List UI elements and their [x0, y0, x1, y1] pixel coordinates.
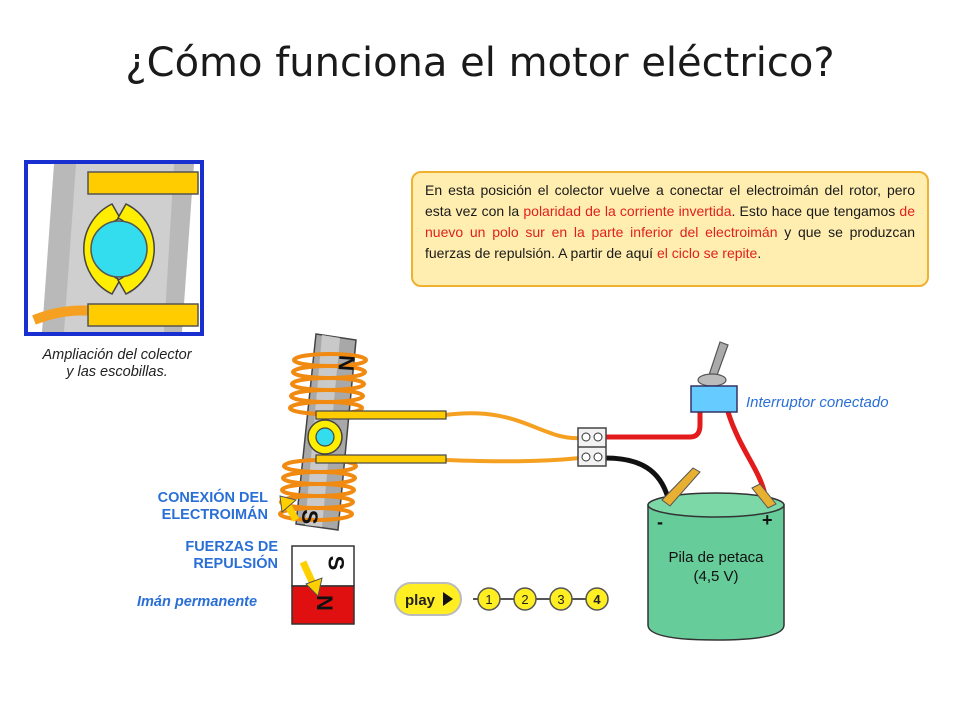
wire-orange-bottom	[444, 456, 581, 464]
step-1-button[interactable]	[477, 587, 501, 611]
zoom-caption-line2: y las escobillas.	[66, 364, 168, 380]
page-title: ¿Cómo funciona el motor eléctrico?	[125, 40, 835, 86]
switch-label: Interruptor conectado	[746, 394, 889, 411]
wire-red-to-battery	[725, 411, 768, 496]
battery-label: Pila de petaca (4,5 V)	[650, 548, 782, 586]
info-box: En esta posición el colector vuelve a co…	[411, 171, 929, 287]
connection-label-line1: CONEXIÓN DEL	[157, 490, 268, 506]
step-1-label: 1	[485, 592, 492, 607]
info-text-2: . Esto hace que tengamos	[731, 203, 900, 219]
repulsion-label: FUERZAS DE REPULSIÓN	[140, 539, 278, 573]
play-button-label: play	[405, 592, 436, 609]
commutator-zoom-inset	[24, 160, 204, 336]
battery-label-line2: (4,5 V)	[693, 568, 739, 585]
zoom-caption: Ampliación del colector y las escobillas…	[22, 347, 212, 381]
switch	[690, 341, 738, 413]
battery-label-line1: Pila de petaca	[668, 549, 764, 566]
step-2-label: 2	[521, 592, 528, 607]
wire-black-to-battery	[604, 455, 671, 499]
battery-plus: +	[762, 510, 773, 530]
info-highlight-1: polaridad de la corriente invertida	[523, 203, 732, 219]
play-icon	[443, 592, 453, 606]
play-button[interactable]	[394, 582, 462, 616]
connection-arrow-head	[279, 495, 298, 513]
step-4-label: 4	[593, 592, 601, 607]
wire-orange-top	[444, 411, 581, 441]
magnet-label: Imán permanente	[137, 594, 258, 610]
zoom-caption-line1: Ampliación del colector	[42, 347, 192, 363]
info-text-3: y que se produzcan fuerzas de repulsión.…	[425, 224, 915, 261]
connection-label: CONEXIÓN DEL ELECTROIMÁN	[128, 490, 268, 524]
repulsion-label-line1: FUERZAS DE	[185, 539, 278, 555]
battery-minus: -	[657, 512, 663, 532]
magnet-pole-bottom: N	[311, 595, 337, 611]
rotor-pole-bottom: S	[296, 508, 323, 526]
step-4-button[interactable]	[585, 587, 609, 611]
battery	[647, 467, 785, 641]
magnet-pole-top: S	[323, 555, 349, 571]
animation-controls: play 1 2 3 4	[394, 582, 609, 616]
repulsion-arrow-head	[305, 577, 323, 597]
connection-label-line2: ELECTROIMÁN	[161, 507, 268, 523]
repulsion-label-line2: REPULSIÓN	[193, 556, 278, 572]
rotor-pole-top: N	[333, 354, 360, 372]
info-text-1: En esta posición el colector vuelve a co…	[425, 182, 915, 219]
rotor-electromagnet	[278, 333, 447, 531]
info-text-4: .	[757, 245, 762, 261]
step-2-button[interactable]	[513, 587, 537, 611]
step-3-button[interactable]	[549, 587, 573, 611]
info-highlight-3: el ciclo se repite	[656, 245, 758, 261]
step-3-label: 3	[557, 592, 564, 607]
terminal-block	[577, 427, 607, 467]
wire-red-to-switch	[605, 412, 703, 440]
info-highlight-2: de nuevo un polo sur en la parte inferio…	[425, 203, 915, 240]
